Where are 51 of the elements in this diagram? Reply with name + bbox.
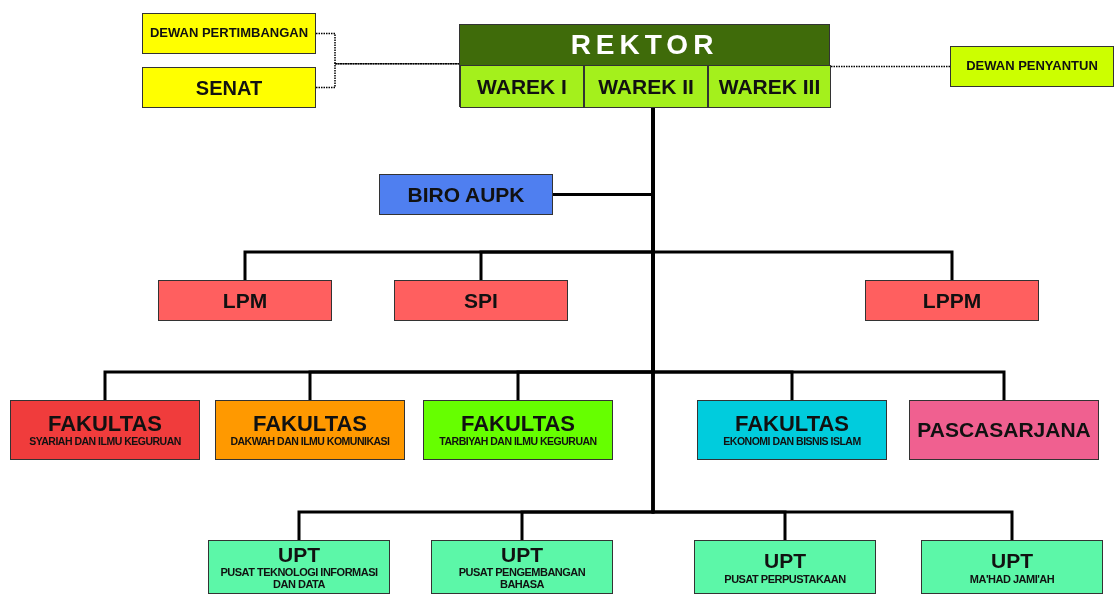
unit-subtitle: SYARIAH DAN ILMU KEGURUAN <box>28 436 182 448</box>
unit-title: WAREK III <box>718 74 821 99</box>
org-box <box>697 400 887 460</box>
unit-title: SENAT <box>195 76 263 99</box>
sub-box <box>584 65 708 108</box>
org-box <box>158 280 332 321</box>
connector-line <box>315 63 460 89</box>
org-box <box>394 280 568 321</box>
unit-title: FAKULTAS <box>252 412 368 437</box>
unit-title: LPPM <box>922 288 982 313</box>
org-box <box>208 540 390 594</box>
unit-title: FAKULTAS <box>47 412 163 437</box>
unit-title: DEWAN PERTIMBANGAN <box>149 26 309 41</box>
org-box <box>215 400 405 460</box>
org-box <box>909 400 1099 460</box>
unit-subtitle: PUSAT TEKNOLOGI INFORMASI DAN DATA <box>219 566 379 591</box>
org-box <box>865 280 1039 321</box>
unit-subtitle: EKONOMI DAN BISNIS ISLAM <box>722 436 862 448</box>
unit-title: WAREK II <box>598 74 694 99</box>
org-box <box>950 46 1114 87</box>
sub-box <box>460 65 584 108</box>
unit-title: FAKULTAS <box>460 412 576 437</box>
unit-title: UPT <box>764 549 806 573</box>
unit-subtitle: MA'HAD JAMI'AH <box>968 572 1056 585</box>
unit-title: UPT <box>278 543 320 567</box>
sub-box <box>708 65 831 108</box>
unit-title: DEWAN PENYANTUN <box>966 59 1098 74</box>
unit-title: BIRO AUPK <box>407 182 525 207</box>
org-box <box>694 540 876 594</box>
unit-subtitle: DAKWAH DAN ILMU KOMUNIKASI <box>229 436 391 448</box>
unit-subtitle: TARBIYAH DAN ILMU KEGURUAN <box>438 436 598 448</box>
unit-title: FAKULTAS <box>734 412 850 437</box>
org-box <box>431 540 613 594</box>
unit-title: WAREK I <box>477 74 567 99</box>
unit-title: UPT <box>501 543 543 567</box>
unit-title: SPI <box>464 288 498 313</box>
org-box <box>10 400 200 460</box>
unit-title: LPM <box>222 288 268 313</box>
connector-line <box>315 32 460 65</box>
org-box <box>423 400 613 460</box>
org-box <box>379 174 553 215</box>
org-box <box>459 24 830 107</box>
org-box <box>142 13 316 54</box>
org-box <box>142 67 316 108</box>
unit-title: PASCASARJANA <box>917 418 1091 442</box>
unit-subtitle: PUSAT PERPUSTAKAAN <box>723 572 847 585</box>
org-box <box>921 540 1103 594</box>
unit-title: UPT <box>991 549 1033 573</box>
connector-line <box>829 65 951 68</box>
unit-title: REKTOR <box>570 28 719 62</box>
unit-subtitle: PUSAT PENGEMBANGAN BAHASA <box>457 566 587 591</box>
